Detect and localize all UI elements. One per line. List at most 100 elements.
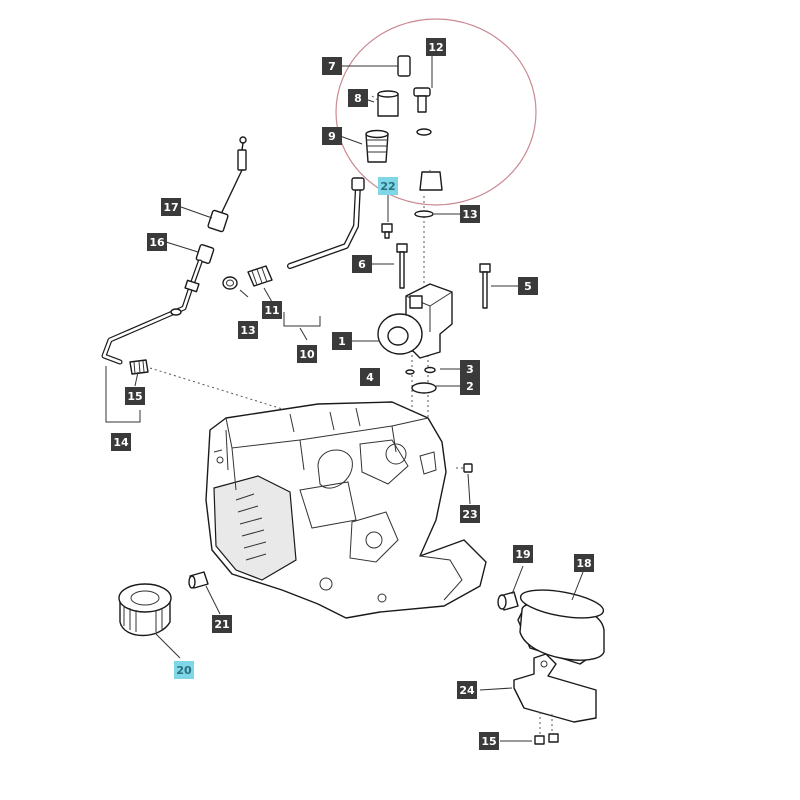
callout-10: 10 <box>297 345 317 363</box>
callout-24: 24 <box>457 681 477 699</box>
callout-box <box>348 89 368 107</box>
dipstick-tube <box>101 244 215 365</box>
callout-label: 18 <box>576 557 591 570</box>
detail-circle <box>335 18 537 206</box>
banjo-bolt <box>413 87 431 113</box>
fitting-8 <box>377 90 399 117</box>
callout-label: 24 <box>459 684 475 697</box>
callout-label: 15 <box>481 735 496 748</box>
callout-13: 13 <box>460 205 480 223</box>
callout-box <box>457 681 477 699</box>
callout-box <box>125 387 145 405</box>
callout-15: 15 <box>479 732 499 750</box>
callout-box <box>161 198 181 216</box>
callout-box <box>360 368 380 386</box>
valve-body <box>377 283 453 359</box>
seal-3 <box>424 366 436 374</box>
dipstick <box>207 136 247 233</box>
adapter-19 <box>497 591 519 611</box>
callout-labels: 7891213221716651311110342151423191821202… <box>111 38 594 750</box>
callout-1: 1 <box>332 332 352 350</box>
callout-14: 14 <box>111 433 131 451</box>
callout-2: 2 <box>460 377 480 395</box>
callout-6: 6 <box>352 255 372 273</box>
callout-box <box>332 332 352 350</box>
callout-box <box>460 205 480 223</box>
callout-box <box>111 433 131 451</box>
callout-label: 22 <box>380 180 395 193</box>
oil-filter-20 <box>118 583 172 637</box>
callout-box <box>147 233 167 251</box>
callout-box <box>174 661 194 679</box>
gasket-2 <box>411 382 437 394</box>
callout-21: 21 <box>212 615 232 633</box>
callout-label: 12 <box>428 41 443 54</box>
callout-box <box>518 277 538 295</box>
callout-19: 19 <box>513 545 533 563</box>
callout-box <box>574 554 594 572</box>
callout-label: 8 <box>354 92 362 105</box>
transmission-housing <box>205 401 487 619</box>
bracket-24 <box>513 653 597 736</box>
callout-label: 20 <box>176 664 192 677</box>
bracket-14 <box>105 366 141 423</box>
callout-18: 18 <box>574 554 594 572</box>
seal-4 <box>405 369 415 375</box>
callout-label: 11 <box>264 304 279 317</box>
callout-5: 5 <box>518 277 538 295</box>
callout-label: 1 <box>338 335 346 348</box>
callout-label: 9 <box>328 130 336 143</box>
callout-box <box>460 360 480 378</box>
o-ring-13-upper <box>414 210 434 218</box>
breather-15 <box>129 359 149 375</box>
callout-22-highlighted: 22 <box>378 177 398 195</box>
pipe-10 <box>287 177 365 269</box>
callout-label: 14 <box>113 436 129 449</box>
hydraulic-filter-18 <box>517 589 605 665</box>
callout-box <box>322 127 342 145</box>
callout-16: 16 <box>147 233 167 251</box>
callout-label: 16 <box>149 236 165 249</box>
callout-label: 13 <box>462 208 477 221</box>
callout-20-highlighted: 20 <box>174 661 194 679</box>
callout-box <box>460 377 480 395</box>
callout-box <box>426 38 446 56</box>
leader-lines <box>134 54 584 742</box>
callout-11: 11 <box>262 301 282 319</box>
callout-box <box>460 505 480 523</box>
callout-box <box>297 345 317 363</box>
callout-7: 7 <box>322 57 342 75</box>
o-ring-small <box>416 128 432 136</box>
callout-label: 13 <box>240 324 255 337</box>
o-ring-13-lower <box>222 276 238 290</box>
callout-label: 3 <box>466 363 474 376</box>
callout-8: 8 <box>348 89 368 107</box>
nipple-21 <box>188 571 209 589</box>
bolt-5 <box>479 263 491 309</box>
plug-23 <box>463 463 473 473</box>
callout-label: 4 <box>366 371 374 384</box>
callout-box <box>513 545 533 563</box>
callout-23: 23 <box>460 505 480 523</box>
callout-9: 9 <box>322 127 342 145</box>
bracket-10 <box>283 312 321 327</box>
bolt-22 <box>381 223 393 239</box>
callout-17: 17 <box>161 198 181 216</box>
callout-label: 2 <box>466 380 474 393</box>
callout-4: 4 <box>360 368 380 386</box>
callout-box <box>479 732 499 750</box>
callout-13: 13 <box>238 321 258 339</box>
callout-box <box>322 57 342 75</box>
callout-label: 19 <box>515 548 530 561</box>
bolt-6 <box>396 243 408 289</box>
callout-12: 12 <box>426 38 446 56</box>
fitting-9 <box>365 129 389 163</box>
callout-label: 10 <box>299 348 315 361</box>
callout-box <box>238 321 258 339</box>
callout-label: 6 <box>358 258 366 271</box>
callout-box <box>262 301 282 319</box>
callout-label: 17 <box>163 201 178 214</box>
callout-3: 3 <box>460 360 480 378</box>
